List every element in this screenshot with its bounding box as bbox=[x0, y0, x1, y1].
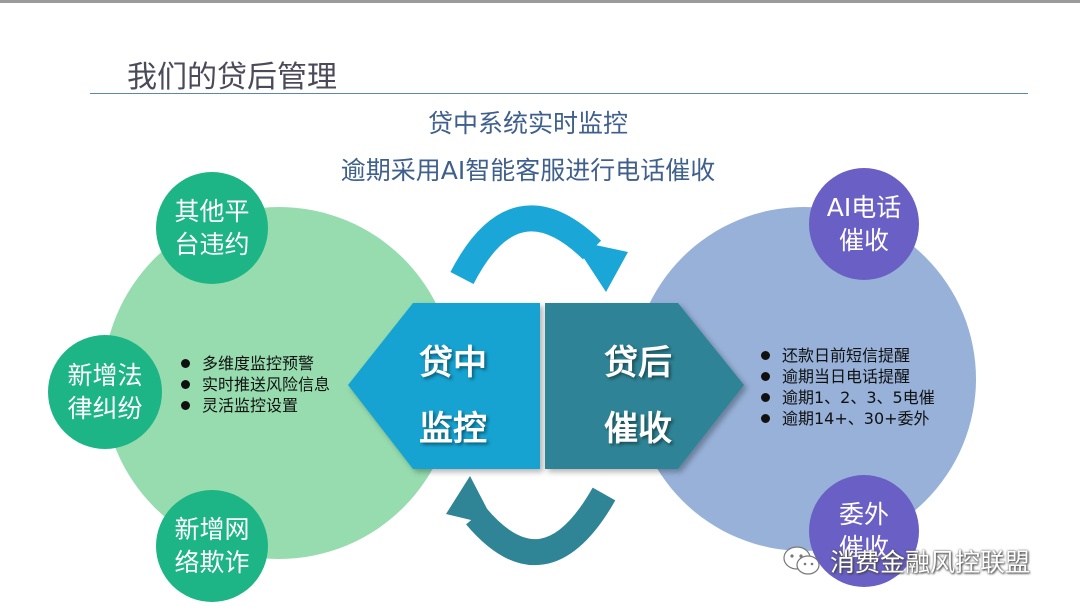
circle-label: AI电话 催收 bbox=[826, 193, 902, 255]
title-divider bbox=[90, 93, 1028, 94]
monitoring-bullet-list: 多维度监控预警 实时推送风险信息 灵活监控设置 bbox=[180, 353, 330, 416]
list-item: 灵活监控设置 bbox=[180, 395, 330, 416]
list-item: 逾期当日电话提醒 bbox=[760, 366, 935, 387]
list-item: 多维度监控预警 bbox=[180, 353, 330, 374]
watermark: 消费金融风控联盟 bbox=[782, 543, 1030, 579]
top-cycle-arrow bbox=[450, 205, 602, 285]
page-title: 我们的贷后管理 bbox=[127, 60, 337, 95]
list-item: 逾期14+、30+委外 bbox=[760, 408, 935, 429]
subtitle-monitoring: 贷中系统实时监控 bbox=[427, 109, 628, 138]
collection-circle-ai-phone: AI电话 催收 bbox=[809, 168, 919, 280]
risk-circle-legal-dispute: 新增法 律纠纷 bbox=[48, 335, 162, 449]
top-cycle-arrowhead bbox=[572, 240, 628, 292]
circle-label: 委外 催收 bbox=[838, 500, 889, 562]
collection-circle-outsourced: 委外 催收 bbox=[809, 475, 919, 587]
collection-bullet-list: 还款日前短信提醒 逾期当日电话提醒 逾期1、2、3、5电催 逾期14+、30+委… bbox=[760, 345, 935, 429]
post-loan-label: 贷后 催收 bbox=[604, 343, 672, 449]
mid-loan-label: 贷中 监控 bbox=[419, 343, 487, 449]
circle-label: 其他平 台违约 bbox=[174, 197, 250, 259]
list-item: 逾期1、2、3、5电催 bbox=[760, 387, 935, 408]
list-item: 还款日前短信提醒 bbox=[760, 345, 935, 366]
post-loan-pentagon bbox=[545, 303, 744, 469]
bottom-cycle-arrowhead bbox=[446, 476, 496, 526]
top-border bbox=[0, 0, 1080, 3]
subtitle-collection: 逾期采用AI智能客服进行电话催收 bbox=[340, 156, 716, 185]
risk-circle-other-platform-default: 其他平 台违约 bbox=[156, 172, 268, 284]
watermark-text: 消费金融风控联盟 bbox=[830, 548, 1031, 577]
wechat-icon bbox=[783, 546, 820, 575]
list-item: 实时推送风险信息 bbox=[180, 374, 330, 395]
risk-circle-online-fraud: 新增网 络欺诈 bbox=[156, 490, 268, 602]
bottom-cycle-arrow bbox=[466, 487, 616, 566]
circle-label: 新增网 络欺诈 bbox=[174, 515, 250, 577]
mid-loan-pentagon bbox=[348, 303, 540, 469]
circle-label: 新增法 律纠纷 bbox=[67, 361, 143, 423]
